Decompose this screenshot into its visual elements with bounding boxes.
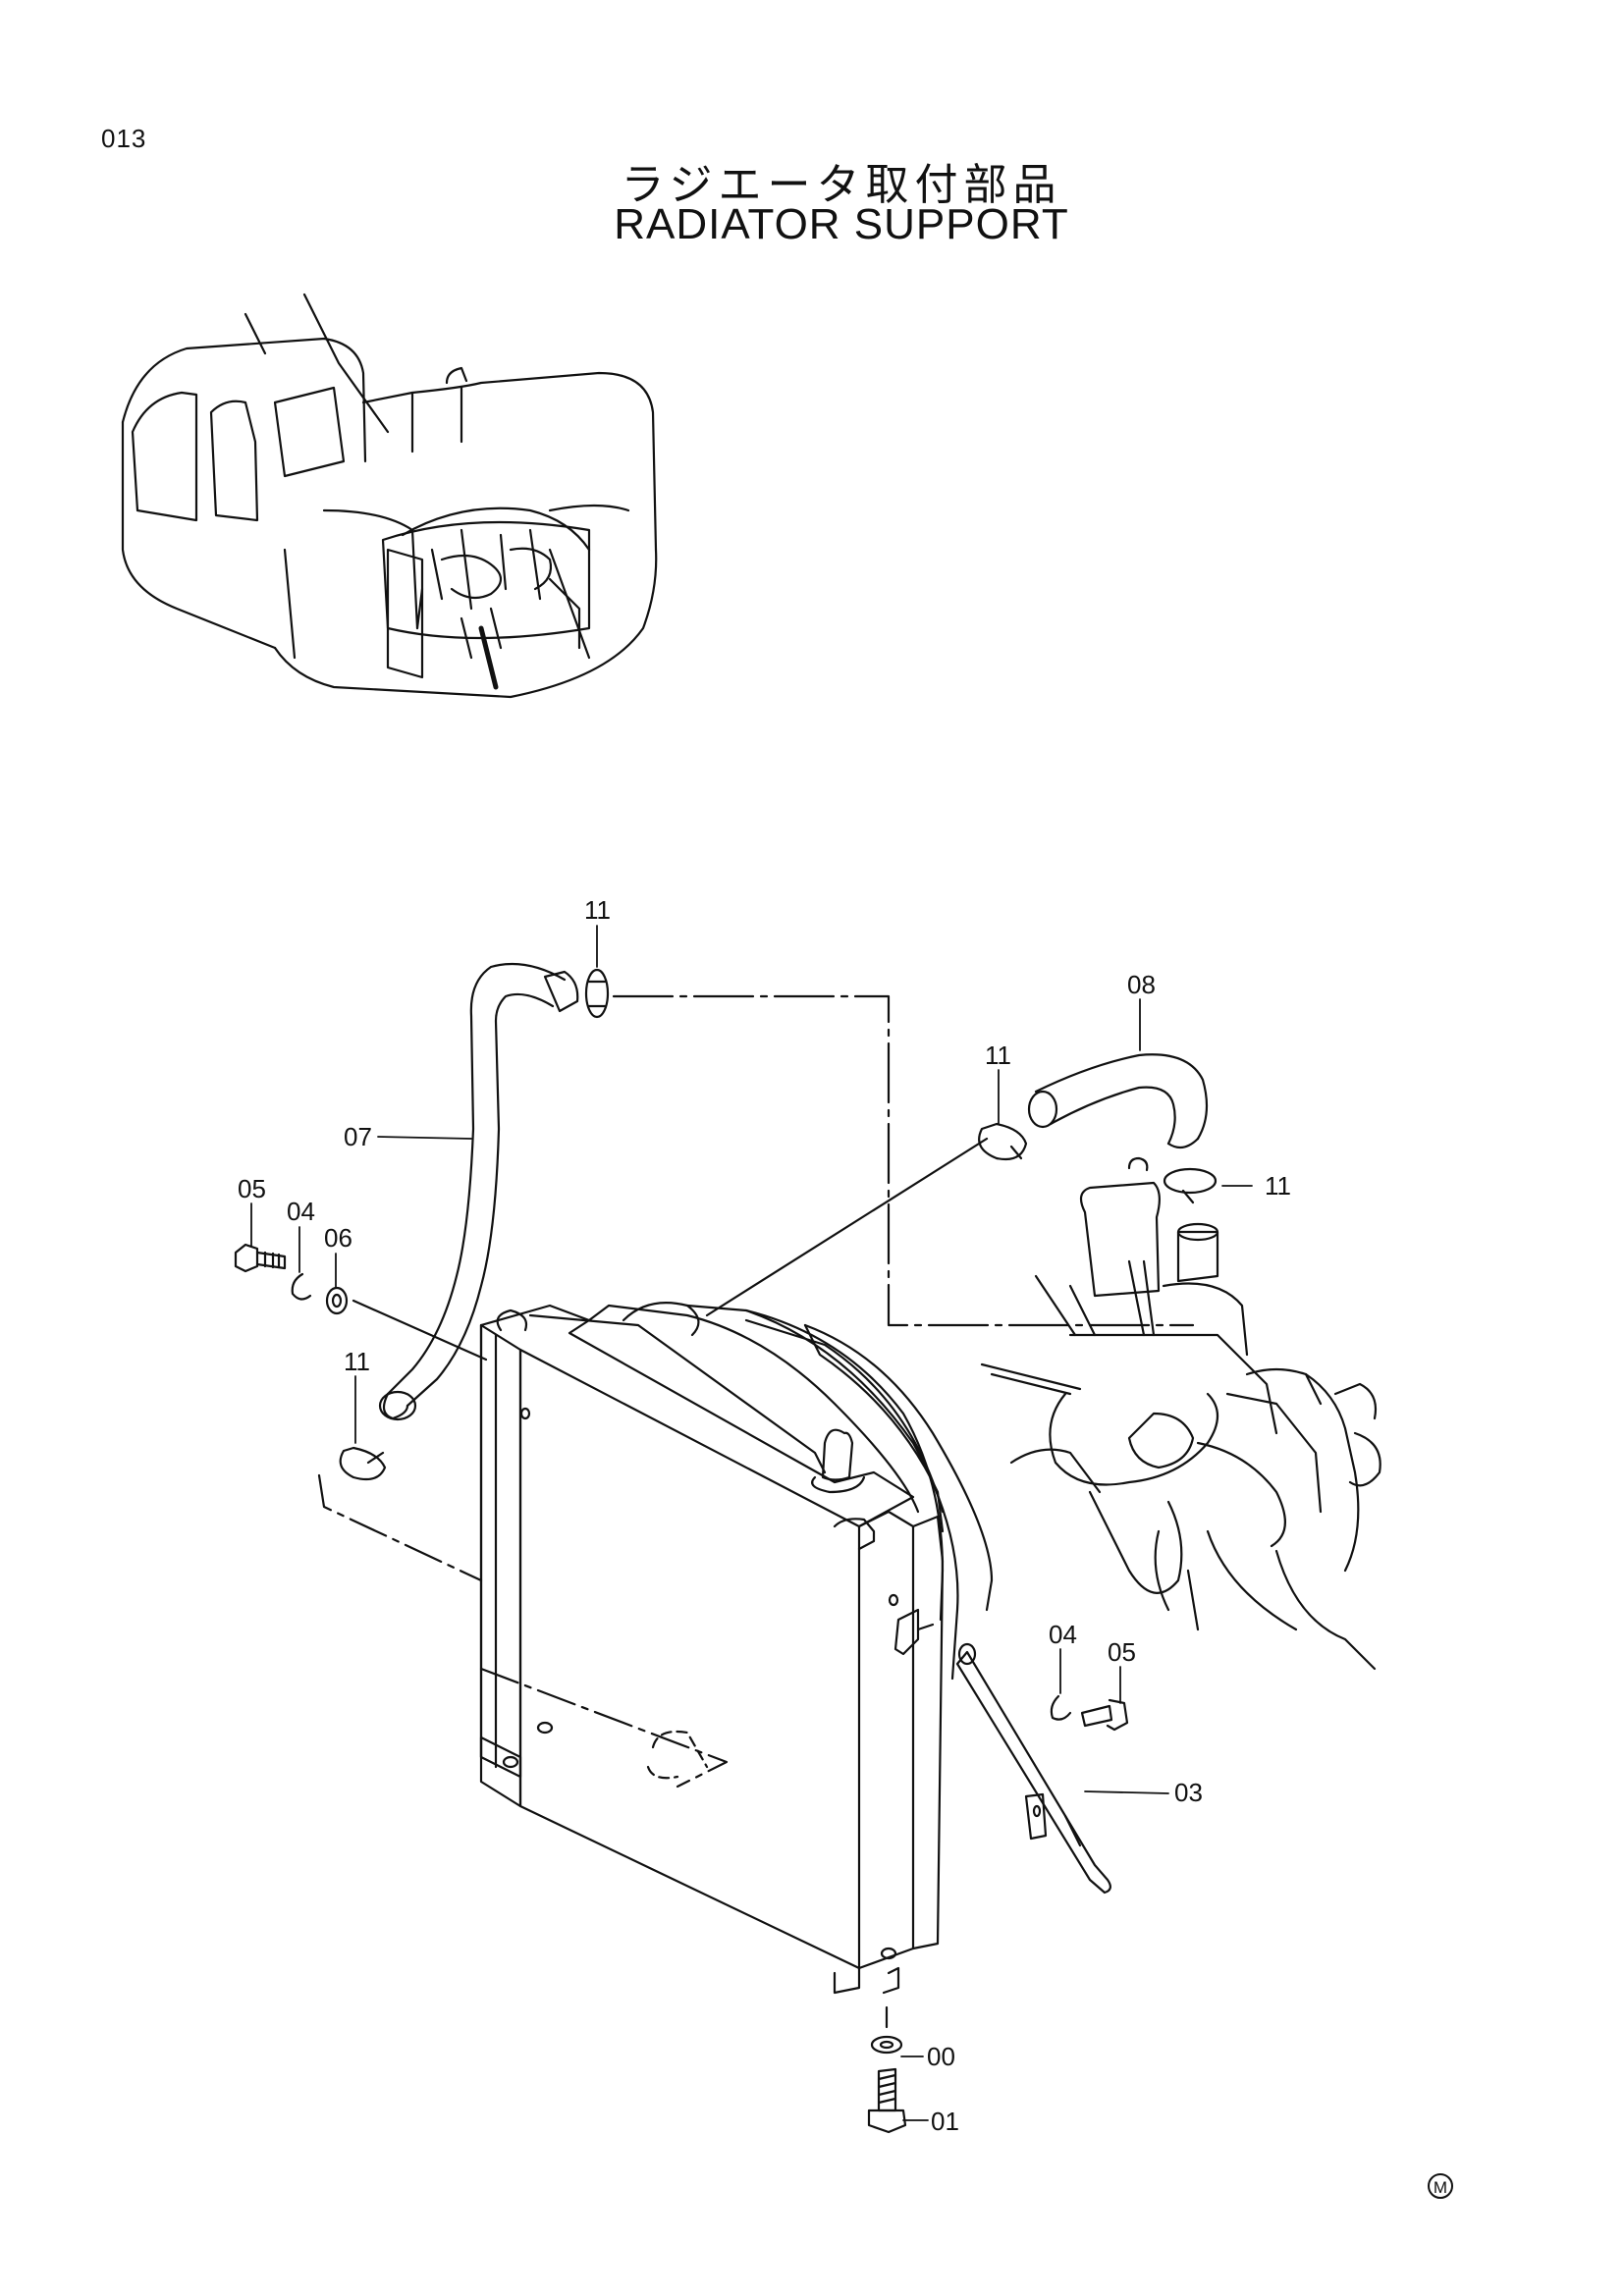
lower-hose-08 [1027, 1053, 1209, 1149]
callout-03: 03 [1174, 1778, 1203, 1807]
callout-07: 07 [344, 1122, 372, 1151]
callout-04-right: 04 [1049, 1620, 1077, 1649]
callout-01: 01 [931, 2107, 959, 2136]
callout-leaders [250, 925, 1253, 2121]
routing-line-top [612, 994, 1195, 1327]
callout-08: 08 [1127, 970, 1156, 999]
callout-11-left: 11 [344, 1347, 370, 1376]
callout-labels: 11 08 11 07 11 05 04 06 11 04 05 03 00 0… [238, 895, 1291, 2136]
stay-rod-03 [955, 1642, 1111, 1895]
washer-00 [870, 2035, 903, 2055]
callout-05-right: 05 [1108, 1637, 1136, 1667]
hose-clamp-11-b [978, 1122, 1028, 1161]
excavator-overview-illustration [121, 293, 658, 699]
corner-mark: M [1434, 2178, 1447, 2197]
callout-06: 06 [324, 1223, 352, 1253]
callout-00: 00 [927, 2042, 955, 2071]
callout-11-right: 11 [1265, 1171, 1291, 1201]
hose-clamp-11-c [1163, 1167, 1218, 1204]
hose-clamp-11-d [339, 1446, 387, 1481]
radiator-assembly [479, 1302, 994, 1995]
callout-04-left: 04 [287, 1197, 315, 1226]
callout-05-left: 05 [238, 1174, 266, 1203]
callout-11-mid: 11 [985, 1041, 1011, 1070]
engine-fan-illustration [980, 1156, 1381, 1671]
upper-hose-07 [378, 962, 579, 1421]
bolt-05-right [1080, 1698, 1129, 1732]
page-number: 013 [101, 124, 147, 153]
title-english: RADIATOR SUPPORT [614, 200, 1069, 248]
title-japanese: ラジエータ取付部品 [621, 160, 1062, 210]
bolt-05-upper [234, 1243, 287, 1273]
washer-06 [325, 1286, 349, 1315]
leader-washer-06 [352, 1299, 488, 1362]
hose-clamp-11 [584, 968, 610, 1019]
lock-washer-04-right [1050, 1694, 1072, 1721]
corner-mark-circle: M [1428, 2173, 1453, 2199]
routing-line-lower-left [317, 1473, 729, 1789]
bolt-01 [867, 2067, 907, 2134]
routing-line-lower [705, 1137, 989, 1317]
lock-washer-04-upper [291, 1272, 312, 1301]
callout-11-top: 11 [584, 895, 611, 925]
